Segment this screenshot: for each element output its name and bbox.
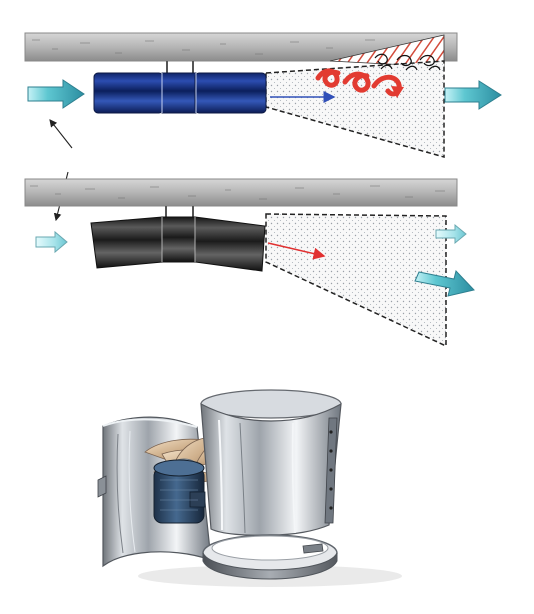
- bottom-inlet-arrow: [35, 230, 68, 254]
- top-black-swirls: [374, 53, 441, 71]
- bottom-installation-diagram: [24, 178, 475, 348]
- bottom-fan-unit-center: [161, 216, 196, 263]
- top-outlet-arrow: [444, 80, 502, 110]
- top-fan-unit-right: [194, 72, 267, 114]
- top-turbulence-hatch-zone: [329, 34, 445, 68]
- base-ring: [202, 534, 338, 580]
- top-installation-diagram: [24, 32, 502, 158]
- top-inlet-arrow: [27, 79, 85, 109]
- bottom-main-outlet-arrow: [414, 269, 475, 297]
- bottom-cone: [265, 213, 447, 348]
- bottom-fan-unit-left: [90, 216, 163, 269]
- bottom-fan-unit-right: [194, 216, 266, 272]
- bottom-upper-outlet-arrow: [435, 223, 467, 245]
- top-fan-unit-center: [161, 72, 197, 114]
- bottom-flow-line: [267, 242, 326, 260]
- motor: [153, 459, 206, 524]
- right-duct-section: [200, 389, 342, 536]
- top-turbulence-swirl: [315, 68, 404, 98]
- bottom-ceiling-slab: [24, 178, 458, 207]
- top-fan-unit-left: [93, 72, 164, 114]
- bottom-fan-assembly: [90, 216, 266, 272]
- top-fan-assembly: [93, 72, 267, 114]
- photo-of-ducted-fan: [97, 389, 402, 587]
- bottom-ceiling-texture: [30, 185, 445, 200]
